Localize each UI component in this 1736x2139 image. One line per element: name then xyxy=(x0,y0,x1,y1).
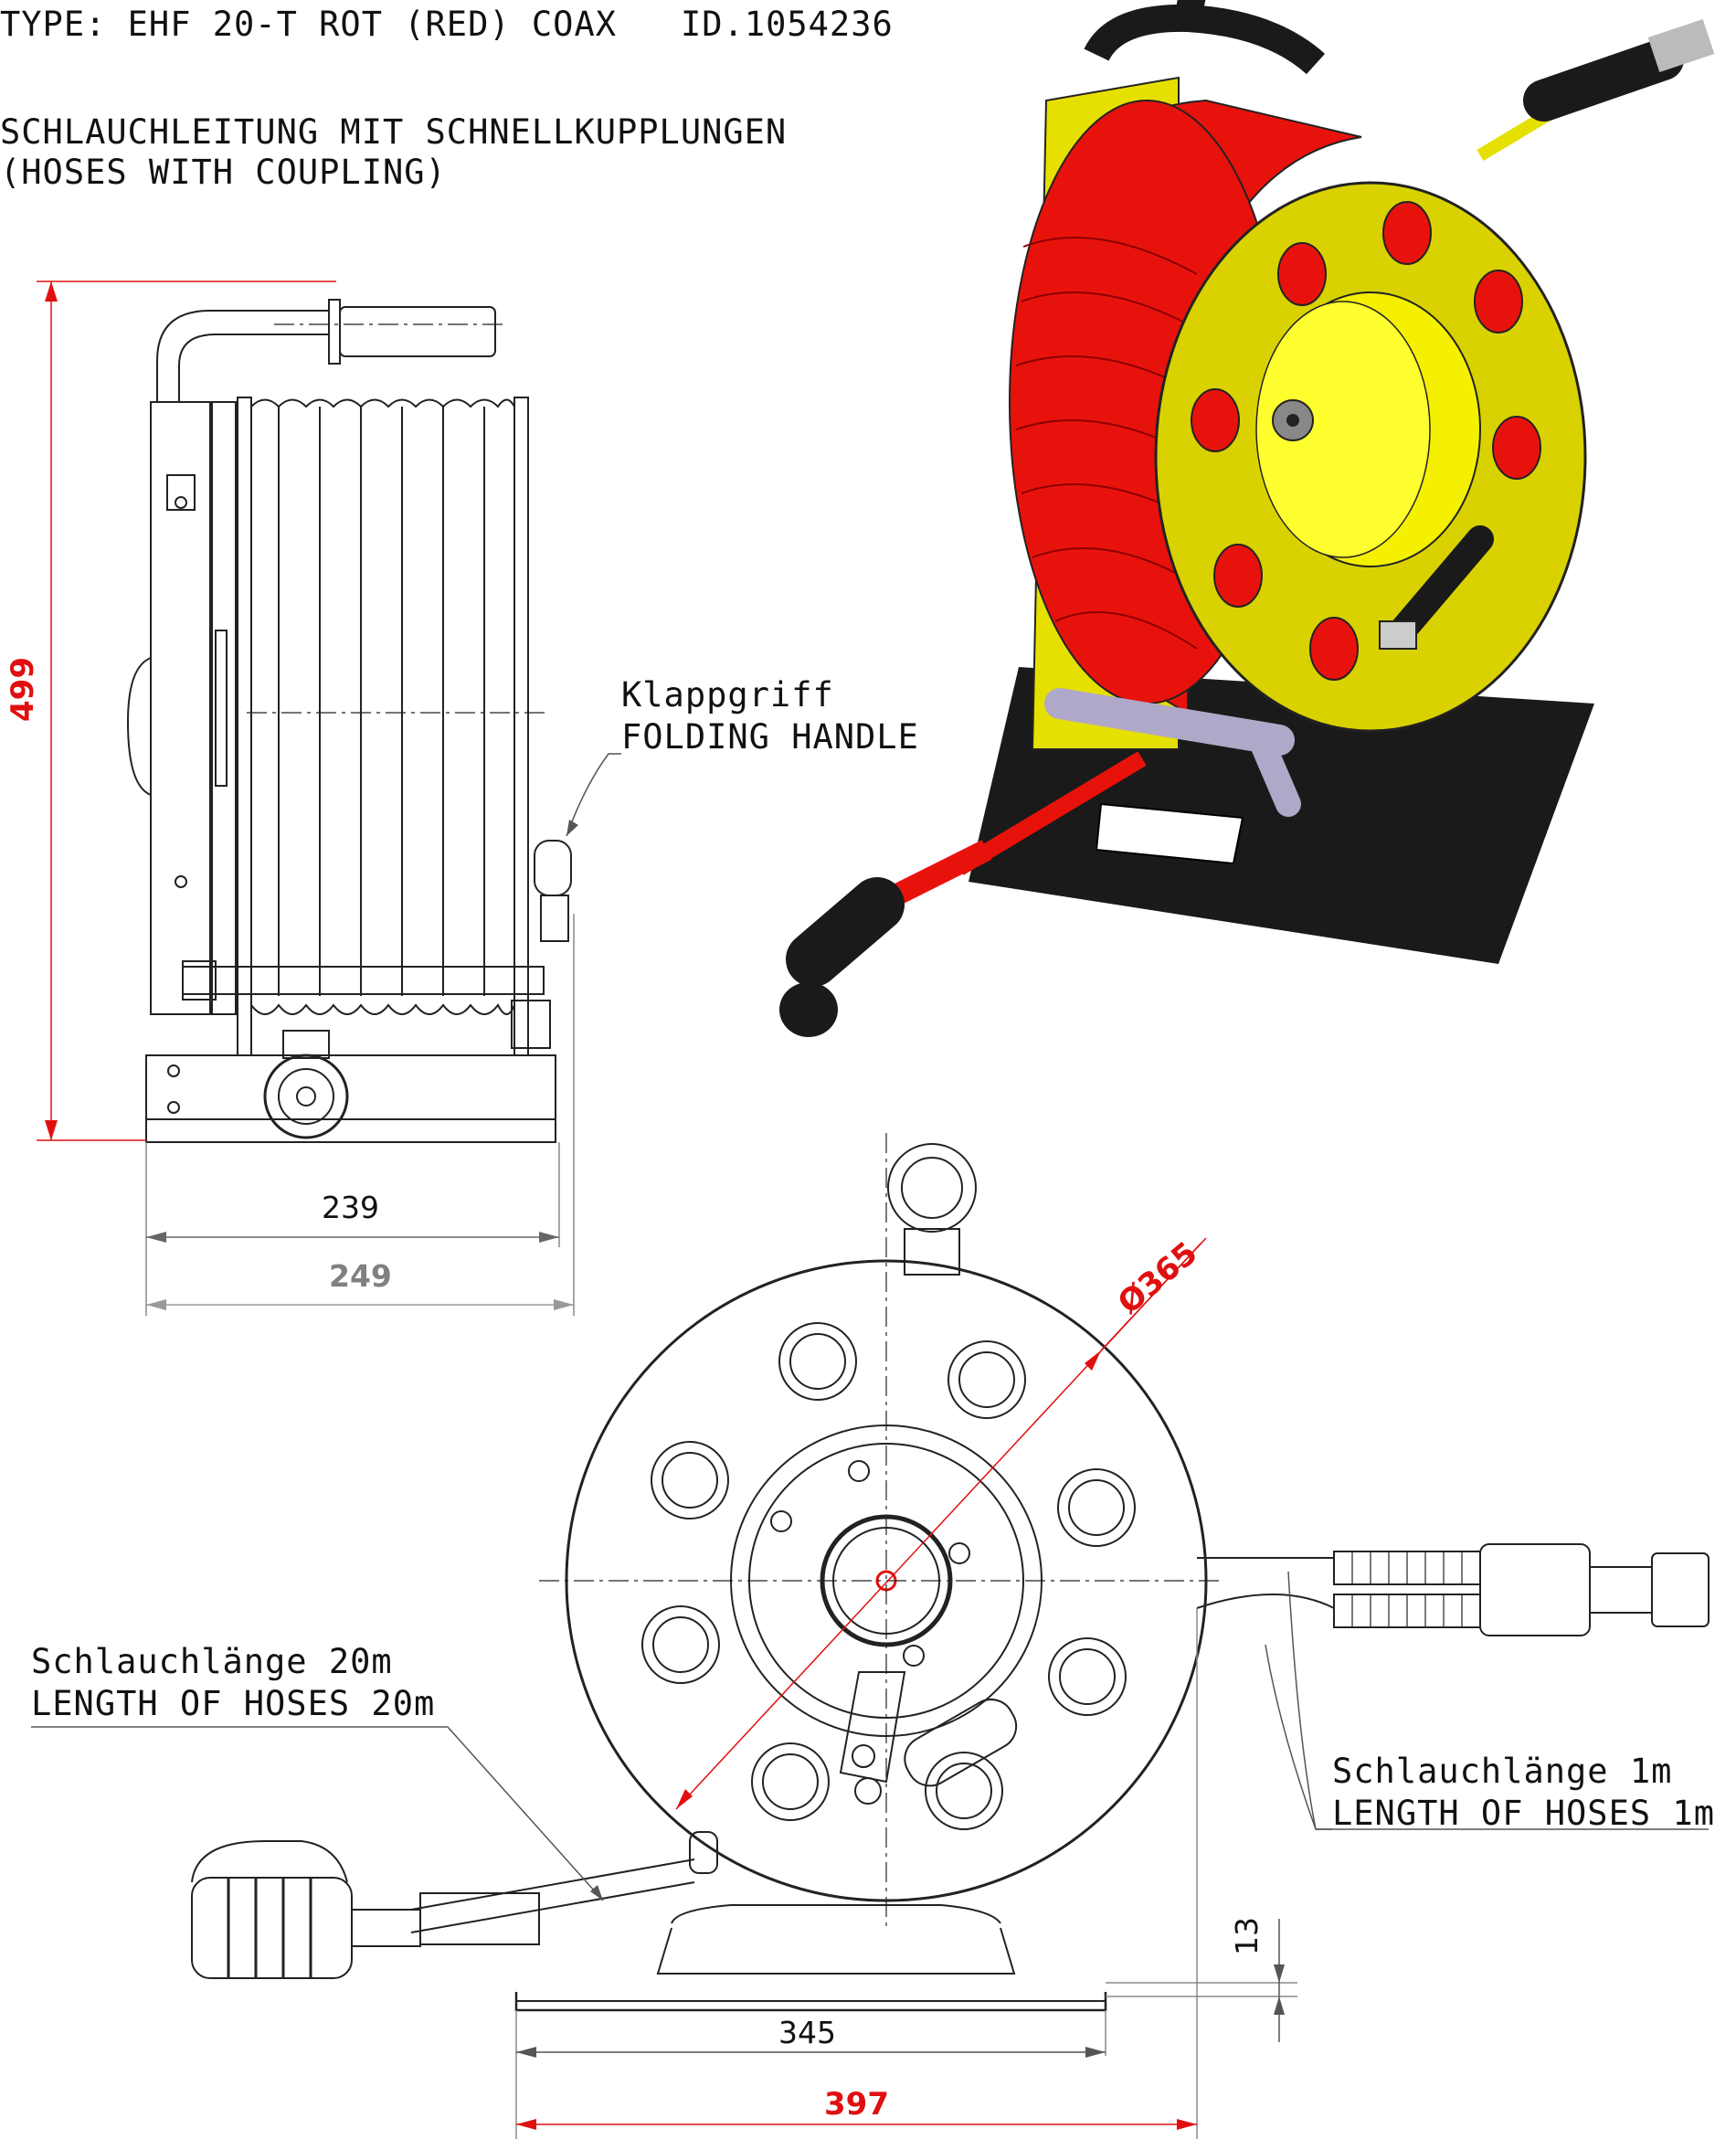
callout-hose20-de: Schlauchlänge 20m xyxy=(31,1642,393,1681)
front-view xyxy=(191,1133,1710,2012)
side-dimensions xyxy=(37,281,621,1316)
dim-base-outer: 397 xyxy=(824,2086,889,2123)
front-dimensions xyxy=(31,1237,1709,2139)
dim-width-outer: 249 xyxy=(329,1258,392,1294)
dim-width-inner: 239 xyxy=(322,1190,379,1225)
callout-handle-en: FOLDING HANDLE xyxy=(621,717,919,757)
callout-hose20-en: LENGTH OF HOSES 20m xyxy=(31,1684,436,1723)
title-german: SCHLAUCHLEITUNG MIT SCHNELLKUPPLUNGEN xyxy=(0,112,788,152)
callout-hose1-en: LENGTH OF HOSES 1m xyxy=(1332,1794,1715,1833)
callout-hose1-de: Schlauchlänge 1m xyxy=(1332,1752,1673,1791)
type-label: TYPE: EHF 20-T ROT (RED) COAX xyxy=(0,5,618,44)
id-label: ID.1054236 xyxy=(681,5,894,44)
dim-base-inner: 345 xyxy=(778,2015,836,2050)
title-english: (HOSES WITH COUPLING) xyxy=(0,153,447,192)
isometric-render xyxy=(779,0,1715,1037)
side-view xyxy=(126,299,572,1143)
callout-handle-de: Klappgriff xyxy=(621,675,834,715)
